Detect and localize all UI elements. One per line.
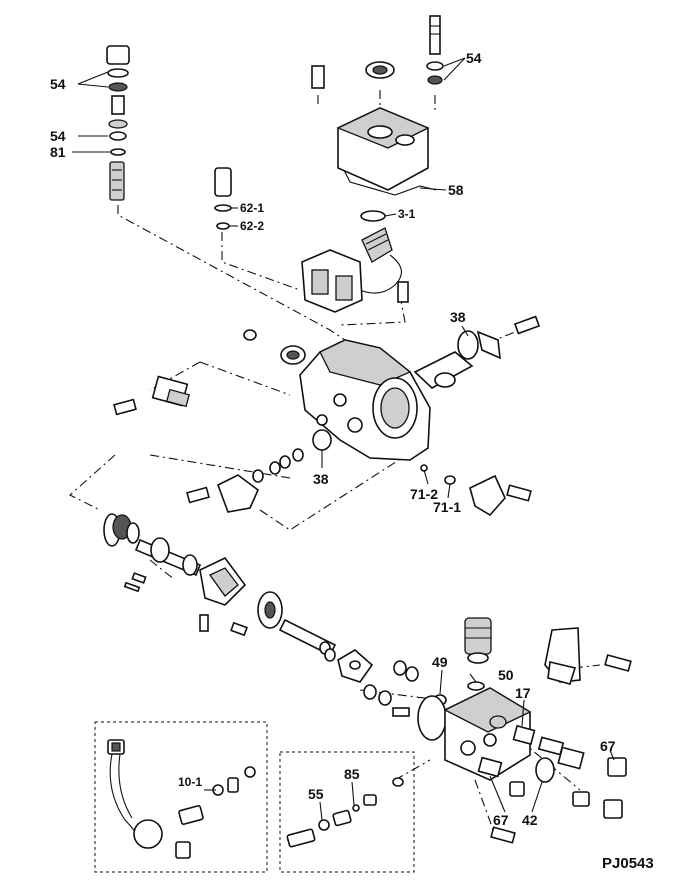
fuel-cut-solenoid bbox=[214, 167, 409, 313]
left-sensor-block bbox=[113, 375, 191, 416]
timer-piston-parts bbox=[413, 315, 541, 389]
callout-3-1: 3-1 bbox=[398, 207, 416, 221]
callout-54-top-right: 54 bbox=[466, 50, 482, 66]
callout-67-right: 67 bbox=[600, 738, 616, 754]
callout-62-2: 62-2 bbox=[240, 219, 264, 233]
inset-box-sensor-2 bbox=[279, 751, 415, 873]
callout-42: 42 bbox=[522, 812, 538, 828]
callout-10-1: 10-1 bbox=[178, 775, 202, 789]
drive-shaft-assembly bbox=[103, 513, 419, 717]
callout-54-top-left: 54 bbox=[50, 76, 66, 92]
pump-housing bbox=[243, 329, 431, 461]
governor-cover bbox=[311, 15, 444, 196]
callouts: 54 54 54 81 58 3-1 62-1 62-2 38 38 71-2 … bbox=[50, 50, 616, 828]
callout-62-1: 62-1 bbox=[240, 201, 264, 215]
cover-plate-row bbox=[186, 448, 532, 517]
callout-67-lower: 67 bbox=[493, 812, 509, 828]
callout-17: 17 bbox=[515, 685, 531, 701]
callout-55: 55 bbox=[308, 786, 324, 802]
callout-71-2: 71-2 bbox=[410, 486, 438, 502]
callout-54-mid-left: 54 bbox=[50, 128, 66, 144]
distributor-head bbox=[417, 617, 632, 844]
callout-71-1: 71-1 bbox=[433, 499, 461, 515]
callout-38-lower: 38 bbox=[313, 471, 329, 487]
callout-85: 85 bbox=[344, 766, 360, 782]
leader-lines bbox=[72, 57, 615, 821]
callout-50: 50 bbox=[498, 667, 514, 683]
callout-58: 58 bbox=[448, 182, 464, 198]
inset-box-sensor bbox=[94, 721, 268, 873]
callout-38-right: 38 bbox=[450, 309, 466, 325]
drawing-code: PJ0543 bbox=[602, 855, 654, 872]
left-stud-stack bbox=[106, 45, 130, 201]
callout-49: 49 bbox=[432, 654, 448, 670]
callout-81: 81 bbox=[50, 144, 66, 160]
